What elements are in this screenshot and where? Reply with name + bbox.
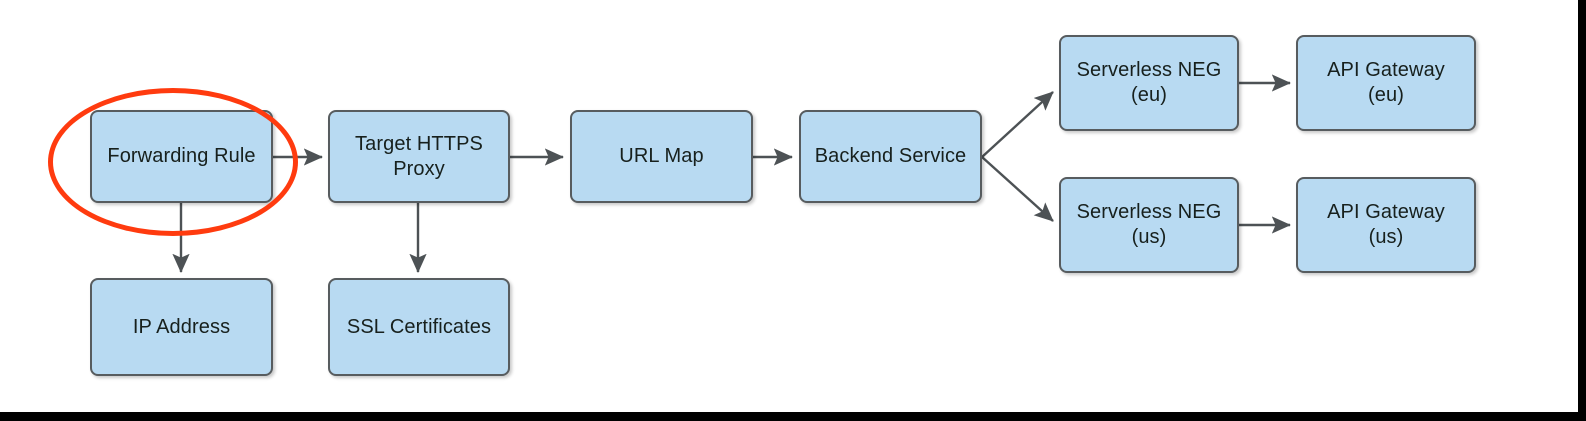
node-label-serverless-neg-us: Serverless NEG (us)	[1076, 201, 1222, 248]
node-backend-service[interactable]: Backend Service	[799, 110, 982, 203]
frame-right-bar	[1578, 0, 1586, 421]
node-forwarding-rule[interactable]: Forwarding Rule	[90, 110, 273, 203]
node-ssl-certificates[interactable]: SSL Certificates	[328, 278, 510, 376]
edge-backend-service-to-serverless-neg-us	[981, 156, 1054, 222]
node-label-api-gateway-us: API Gateway (us)	[1327, 201, 1445, 248]
node-label-url-map: URL Map	[619, 145, 704, 167]
node-label-target-https-proxy: Target HTTPS Proxy	[355, 132, 483, 180]
node-serverless-neg-us[interactable]: Serverless NEG (us)	[1059, 177, 1239, 273]
node-serverless-neg-eu[interactable]: Serverless NEG (eu)	[1059, 35, 1239, 131]
node-label-backend-service: Backend Service	[814, 145, 967, 167]
node-api-gateway-us[interactable]: API Gateway (us)	[1296, 177, 1476, 273]
edge-backend-service-to-serverless-neg-eu	[981, 91, 1054, 158]
node-target-https-proxy[interactable]: Target HTTPS Proxy	[328, 110, 510, 203]
node-label-ssl-certificates: SSL Certificates	[346, 315, 492, 338]
node-label-ip-address: IP Address	[132, 315, 231, 338]
frame-bottom-bar	[0, 412, 1586, 421]
node-label-serverless-neg-eu: Serverless NEG (eu)	[1076, 59, 1222, 106]
node-api-gateway-eu[interactable]: API Gateway (eu)	[1296, 35, 1476, 131]
node-url-map[interactable]: URL Map	[570, 110, 753, 203]
node-label-forwarding-rule: Forwarding Rule	[107, 145, 256, 167]
node-label-api-gateway-eu: API Gateway (eu)	[1327, 59, 1445, 106]
node-ip-address[interactable]: IP Address	[90, 278, 273, 376]
